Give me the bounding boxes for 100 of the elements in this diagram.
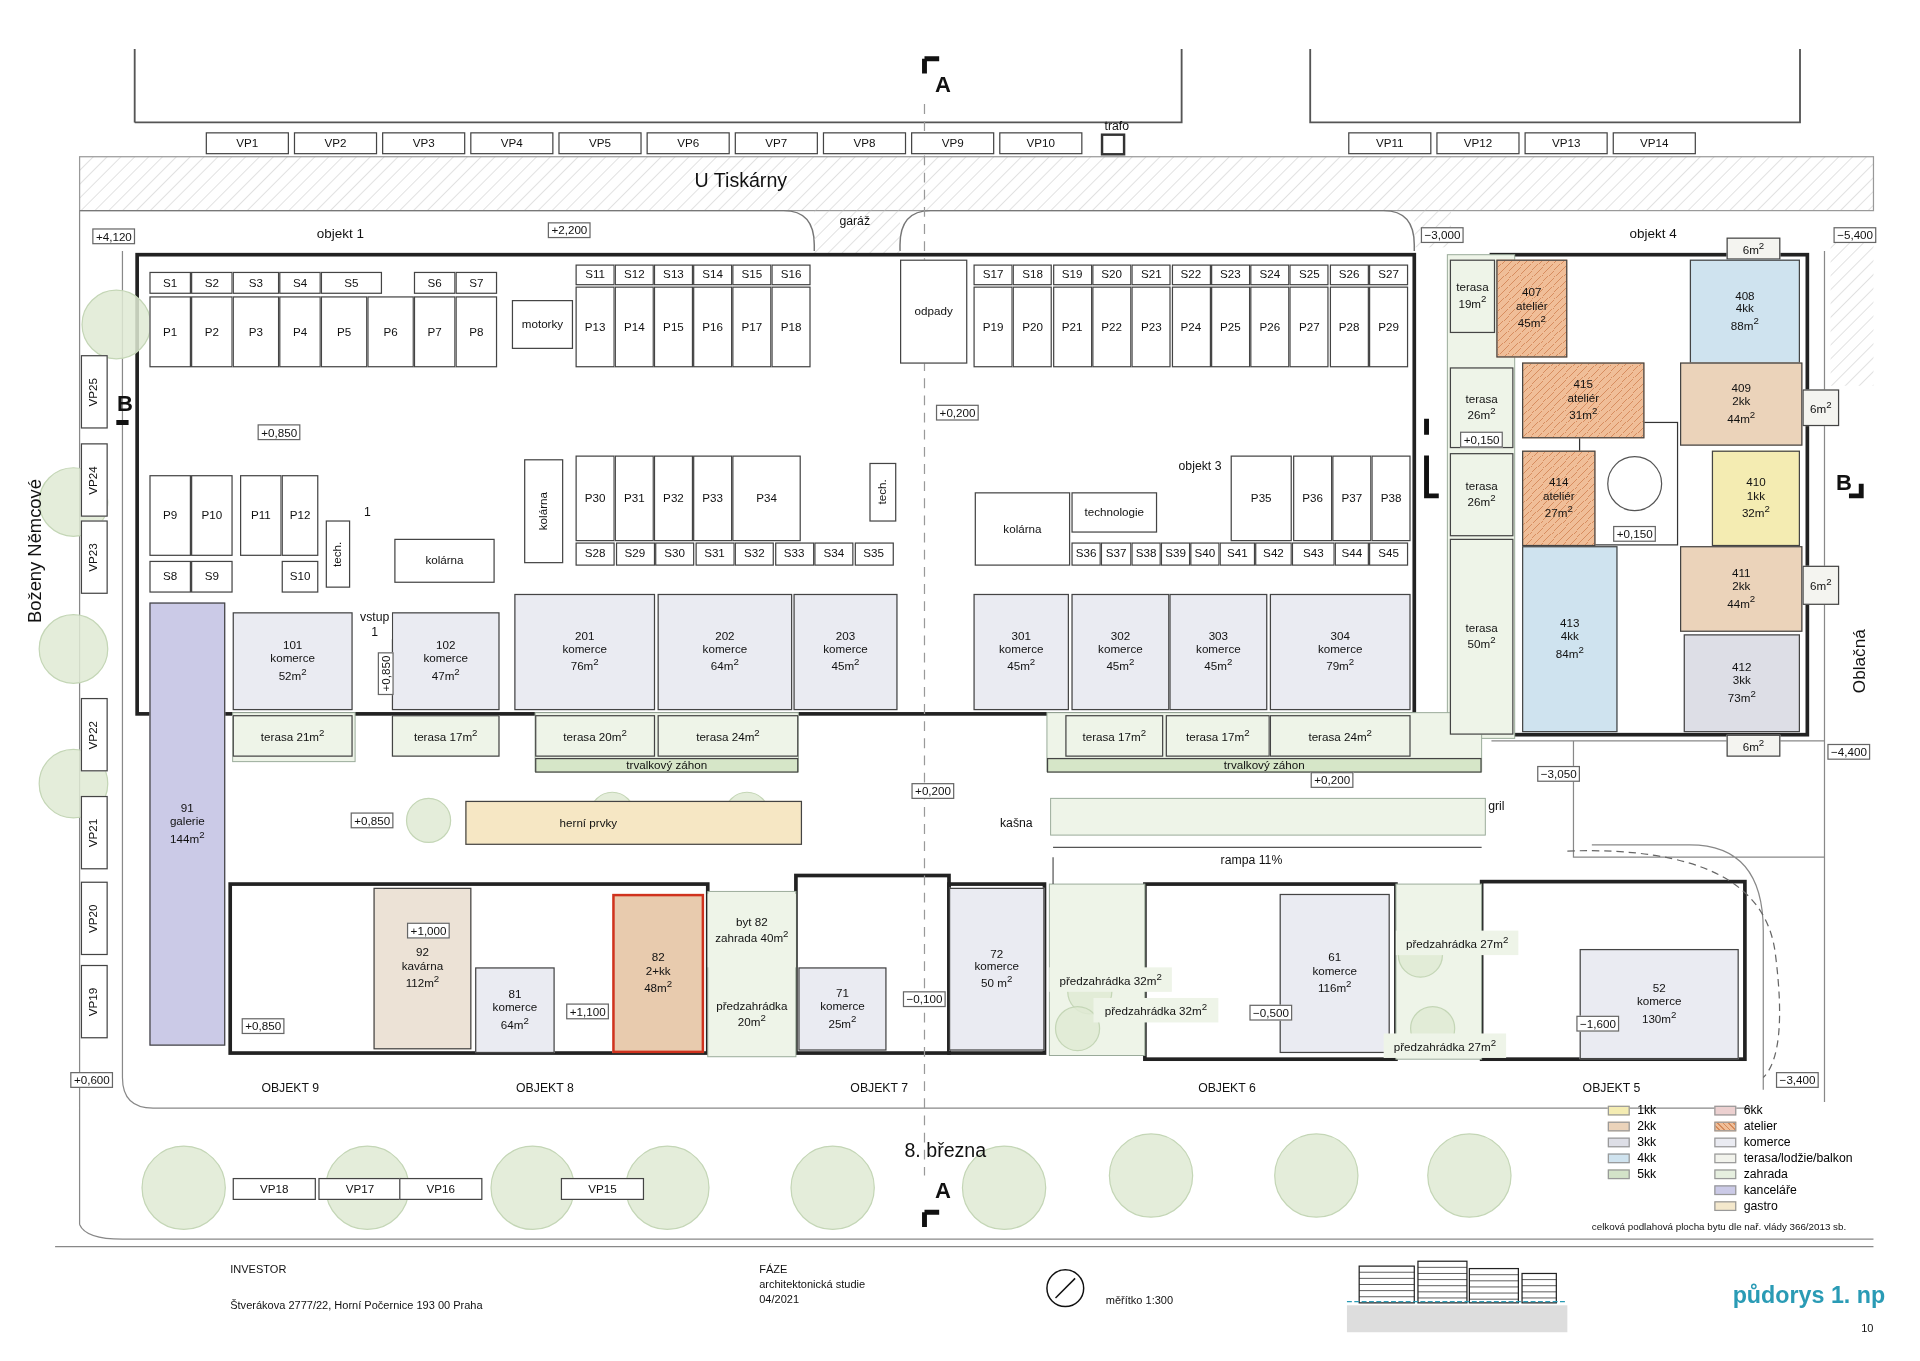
play-area: herní prvky	[465, 800, 803, 845]
street-parking-space: VP20	[80, 881, 108, 956]
level-marker: −5,400	[1833, 227, 1877, 244]
parking-space: P35	[1230, 455, 1292, 542]
storage-unit: S45	[1369, 542, 1409, 566]
street-name: Oblačná	[1849, 629, 1869, 694]
level-marker: +0,850	[257, 424, 301, 441]
commercial-unit: 101 komerce 52m$^{2}$	[232, 612, 353, 711]
storage-unit: S33	[774, 542, 814, 566]
storage-unit: S24	[1250, 264, 1290, 286]
parking-space: P16	[693, 286, 733, 368]
commercial-unit: 71 komerce 25m$^{2}$	[798, 967, 887, 1051]
parking-space: P31	[614, 455, 654, 542]
street-parking-space: VP19	[80, 964, 108, 1039]
level-marker: +0,600	[70, 1072, 114, 1088]
parking-space: P22	[1092, 286, 1132, 368]
commercial-unit: 301 komerce 45m$^{2}$	[973, 593, 1069, 711]
level-marker: −3,050	[1537, 765, 1581, 782]
parking-space: P28	[1329, 286, 1369, 368]
parking-space: P26	[1250, 286, 1290, 368]
level-marker: +0,850	[377, 651, 394, 696]
level-marker: −0,100	[902, 991, 947, 1008]
section-mark-label: B	[116, 391, 133, 417]
storage-unit: S43	[1291, 542, 1335, 566]
terrace: terasa 50m$^{2}$	[1449, 538, 1514, 735]
grill-label: gril	[1488, 799, 1505, 813]
garage-label: garáž	[839, 213, 870, 228]
building-label: objekt 1	[316, 225, 364, 240]
parking-space: P7	[413, 296, 456, 368]
level-marker: +0,200	[935, 404, 980, 421]
apartment-unit: 411 2kk 44m$^{2}$	[1680, 546, 1803, 632]
storage-unit: S16	[771, 264, 811, 286]
storage-unit: S35	[854, 542, 894, 566]
phase-heading: FÁZE	[759, 1263, 788, 1276]
apartment-unit: 410 1kk 32m$^{2}$	[1711, 450, 1800, 547]
parking-space: P32	[653, 455, 694, 542]
parking-space: P9	[149, 475, 191, 556]
street-parking-space: VP22	[80, 697, 108, 772]
motorcycle-parking: motorky	[511, 300, 574, 349]
building-label: OBJEKT 8	[516, 1080, 574, 1095]
terrace: terasa 17m$^{2}$	[391, 715, 500, 757]
storage-unit: S28	[575, 542, 615, 566]
level-marker: +0,850	[241, 1018, 285, 1035]
storage-unit: S32	[734, 542, 774, 566]
street-parking-space: VP2	[293, 132, 378, 155]
street-parking-space: VP16	[399, 1177, 483, 1200]
storage-unit: S22	[1171, 264, 1211, 286]
street-parking-space: VP13	[1524, 132, 1608, 155]
parking-space: P25	[1210, 286, 1250, 368]
legend-text: 1kk	[1637, 1103, 1657, 1117]
legend-text: 5kk	[1637, 1166, 1657, 1181]
apartment-unit: 408 4kk 88m$^{2}$	[1689, 259, 1800, 364]
building-label: OBJEKT 9	[261, 1080, 319, 1095]
balcony: 6m$^{2}$	[1726, 237, 1781, 260]
fountain-label: kašna	[1000, 816, 1033, 830]
terrace: terasa 20m$^{2}$	[535, 715, 656, 757]
storage-unit: S42	[1255, 542, 1292, 566]
level-marker: −3,400	[1775, 1072, 1820, 1088]
parking-space: P14	[614, 286, 654, 368]
level-marker: +0,200	[911, 783, 955, 799]
storage-unit: S17	[973, 264, 1013, 286]
level-marker: +4,120	[92, 228, 136, 245]
terrace: terasa 17m$^{2}$	[1165, 715, 1270, 757]
parking-space: P19	[973, 286, 1013, 368]
street-parking-space: VP4	[470, 132, 554, 155]
storage-unit: S21	[1131, 264, 1171, 286]
investor-heading: INVESTOR	[230, 1263, 287, 1276]
street-parking-space: VP1	[205, 132, 289, 155]
street-parking-space: VP18	[232, 1177, 316, 1200]
bike-room: kolárna	[394, 538, 495, 583]
footnote: celková podlahová plocha bytu dle nař. vlády 366/2013 sb.	[1591, 1221, 1847, 1233]
street-parking-space: VP9	[911, 132, 995, 155]
legend-text: komerce	[1743, 1135, 1791, 1149]
street-parking-space: VP24	[80, 443, 108, 517]
legend-text: 3kk	[1637, 1135, 1657, 1149]
commercial-unit: 81 komerce 64m$^{2}$	[475, 967, 555, 1054]
parking-space: P8	[455, 296, 498, 368]
storage-unit: S29	[615, 542, 655, 566]
parking-space: P2	[191, 296, 233, 368]
terrace: terasa 24m$^{2}$	[657, 715, 799, 757]
street-parking-space: VP10	[999, 132, 1083, 155]
legend-text: 2kk	[1637, 1119, 1657, 1133]
storage-unit: S15	[732, 264, 772, 286]
storage-unit: S5	[320, 271, 383, 294]
parking-space: P12	[281, 475, 319, 556]
building-label: OBJEKT 5	[1582, 1080, 1641, 1095]
terrace: terasa 26m$^{2}$	[1449, 453, 1514, 537]
phase-date: 04/2021	[759, 1293, 800, 1306]
storage-unit: S37	[1100, 542, 1132, 566]
storage-unit: S30	[655, 542, 695, 566]
investor-address: Štverákova 2777/22, Horní Počernice 193 00 Praha	[230, 1299, 483, 1312]
storage-unit: S36	[1071, 542, 1101, 566]
commercial-unit: 302 komerce 45m$^{2}$	[1071, 593, 1170, 711]
balcony: 6m$^{2}$	[1726, 734, 1781, 757]
storage-unit: S23	[1210, 264, 1250, 286]
technical-room: tech.	[869, 462, 897, 522]
section-mark-label: A	[934, 1178, 951, 1205]
commercial-unit: 201 komerce 76m$^{2}$	[514, 593, 656, 711]
parking-space: P24	[1171, 286, 1211, 368]
storage-unit: S2	[191, 271, 233, 294]
